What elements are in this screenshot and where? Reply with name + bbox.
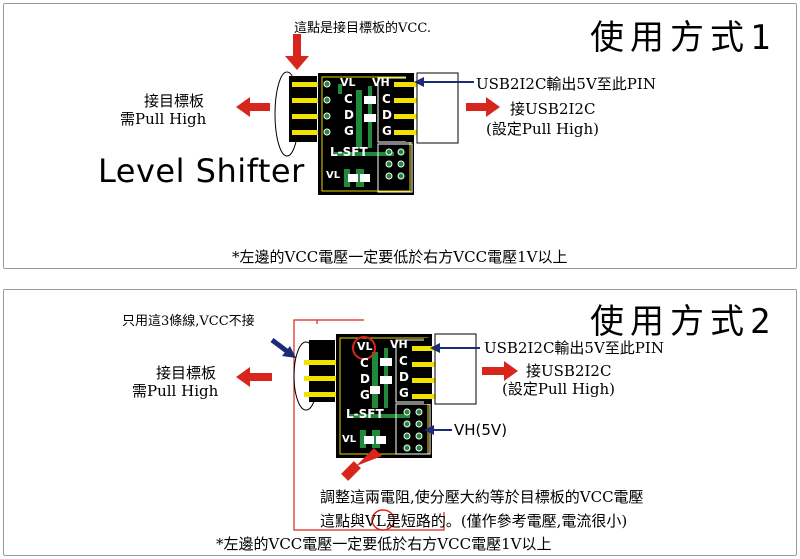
board-label-g: G [344, 124, 354, 138]
right-header [406, 76, 414, 142]
pcb-holes [403, 408, 423, 452]
pcb-components [348, 96, 376, 182]
resistor-note-line1: 調整這兩電阻,使分壓大約等於目標板的VCC電壓 [320, 488, 644, 506]
footer-note: *左邊的VCC電壓一定要低於右方VCC電壓1V以上 [232, 248, 568, 266]
vl-highlight-circle [352, 336, 376, 360]
left-label-2: 需Pull High [132, 382, 219, 400]
right-label-2: (設定Pull High) [502, 380, 615, 398]
resistor-note-line2-b: 是短路的。(僅作參考電壓,電流很小) [385, 512, 628, 530]
resistor-note-line2-a: 這點與 [320, 512, 366, 530]
board-label-c: C [360, 356, 369, 370]
board-label-d: D [344, 108, 354, 122]
red-wire [293, 319, 445, 531]
board-label-c-right: C [399, 354, 408, 368]
pcb-components [364, 358, 392, 444]
panel-title: 使用方式2 [590, 302, 777, 342]
arrow-right-icon [466, 97, 500, 117]
level-shifter-label: Level Shifter [98, 152, 305, 190]
arrow-right-icon [482, 361, 518, 381]
right-label-1: 接USB2I2C [510, 100, 596, 118]
arrow-left-navy-icon [414, 77, 474, 87]
board-diagram-2 [236, 319, 518, 531]
left-label-2: 需Pull High [120, 110, 207, 128]
board-label-vl: VL [357, 340, 373, 353]
board-label-lsft: L-SFT [346, 407, 384, 421]
arrow-navy-diag-icon [270, 338, 296, 358]
board-label-c-right: C [382, 92, 391, 106]
board-label-g-right: G [399, 386, 409, 400]
usb2i2c-connector [434, 333, 477, 405]
left-header [309, 340, 335, 402]
arrow-left-icon [236, 367, 272, 387]
board-label-lsft: L-SFT [330, 145, 368, 159]
right-header [424, 338, 432, 404]
arrow-vh5v-icon [424, 425, 452, 435]
panel-title: 使用方式1 [590, 18, 777, 58]
left-pins [292, 82, 322, 135]
board-label-g-right: G [382, 124, 392, 138]
resistor-note-line2-vl: VL [365, 512, 386, 530]
board-label-vl: VL [340, 76, 356, 89]
board-label-g: G [360, 388, 370, 402]
right-label-1: 接USB2I2C [526, 362, 612, 380]
resistor-note-line2: 這點與VL是短路的。(僅作參考電壓,電流很小) [320, 510, 627, 531]
board-label-d-right: D [399, 370, 409, 384]
right-pins [412, 346, 436, 399]
right-label-2: (設定Pull High) [486, 120, 599, 138]
arrow-up-icon [341, 448, 382, 481]
usage-panel-1: 使用方式1 這點是接目標板的VCC. [3, 3, 797, 269]
board-label-c: C [344, 92, 353, 106]
right-label-top: USB2I2C輸出5V至此PIN [476, 75, 656, 93]
left-label-1: 接目標板 [144, 92, 205, 110]
board-label-vl-bottom: VL [342, 434, 357, 445]
board-diagram-1 [236, 34, 500, 195]
top-note: 這點是接目標板的VCC. [294, 21, 431, 36]
pcb-holes [323, 80, 405, 180]
top-note: 只用這3條線,VCC不接 [122, 314, 255, 329]
left-pins [304, 360, 336, 397]
right-pins [394, 82, 418, 135]
board-label-vl-bottom: VL [326, 170, 341, 181]
board-label-vh: VH [390, 338, 408, 351]
footer-note: *左邊的VCC電壓一定要低於右方VCC電壓1V以上 [216, 535, 552, 553]
left-label-1: 接目標板 [156, 364, 217, 382]
usage-panel-2: 使用方式2 只用這3條線,VCC不接 [3, 289, 797, 556]
arrow-down-icon [285, 34, 309, 70]
right-label-top: USB2I2C輸出5V至此PIN [484, 339, 664, 357]
board-label-d: D [360, 372, 370, 386]
board-label-d-right: D [382, 108, 392, 122]
board-label-vh: VH [372, 76, 390, 89]
arrow-left-navy-icon [430, 343, 480, 353]
vh-5v-label: VH(5V) [454, 421, 508, 439]
vl-note-circle [371, 509, 395, 531]
arrow-left-icon [236, 97, 270, 117]
